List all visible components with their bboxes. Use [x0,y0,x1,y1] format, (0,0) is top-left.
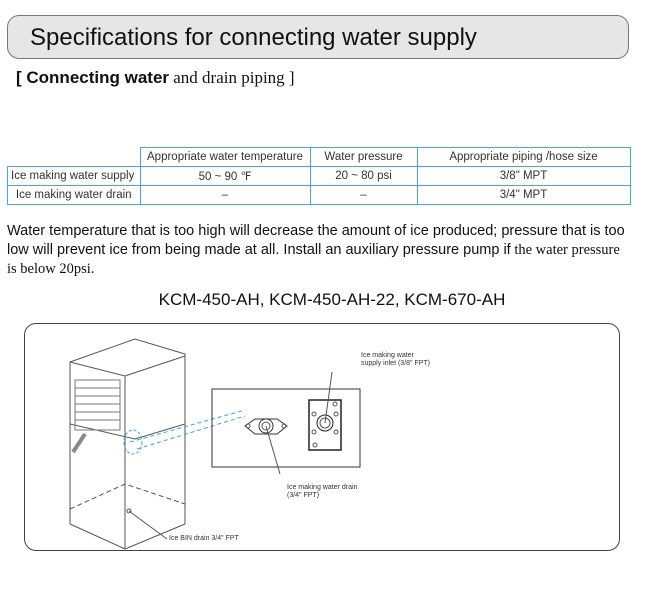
label-line: Ice making water [361,352,414,359]
spec-table: Appropriate water temperature Water pres… [7,147,631,205]
section-header: Specifications for connecting water supp… [7,15,629,59]
subtitle: [ Connecting water and drain piping ] [16,68,295,88]
table-header-row: Appropriate water temperature Water pres… [8,147,631,167]
header-cell: Water pressure [309,147,418,167]
table-row: Ice making water drain – – 3/4" MPT [7,185,631,205]
subtitle-bold: [ Connecting water [16,68,170,87]
model-list: KCM-450-AH, KCM-450-AH-22, KCM-670-AH [158,290,506,309]
bin-drain-label: Ice BIN drain 3/4" FPT [169,535,239,542]
cell: 3/8" MPT [416,166,631,186]
section-title: Specifications for connecting water supp… [30,24,477,51]
label-line: supply inlet (3/8" FPT) [361,360,431,367]
label-line: (3/4" FPT) [287,492,320,499]
header-cell: Appropriate piping /hose size [416,147,631,167]
row-label: Ice making water drain [7,185,141,205]
note-tail: the water pressure is below 20psi. [7,242,620,277]
drain-label: Ice making water drain(3/4" FPT) [287,484,357,500]
cell: – [139,185,311,205]
ice-machine-illustration [69,338,361,550]
note-main: Water temperature that is too high will … [7,223,625,258]
row-label: Ice making water supply [7,166,141,186]
subtitle-rest: and drain piping ] [169,68,295,87]
cell: 20 ~ 80 psi [309,166,418,186]
label-line: Ice making water drain [287,484,358,491]
cell: 50 ~ 90 ℉ [139,166,311,186]
cell: 3/4" MPT [416,185,631,205]
header-cell: Appropriate water temperature [139,147,311,167]
note-paragraph: Water temperature that is too high will … [7,222,632,279]
cell: – [309,185,418,205]
table-row: Ice making water supply 50 ~ 90 ℉ 20 ~ 8… [7,166,631,186]
